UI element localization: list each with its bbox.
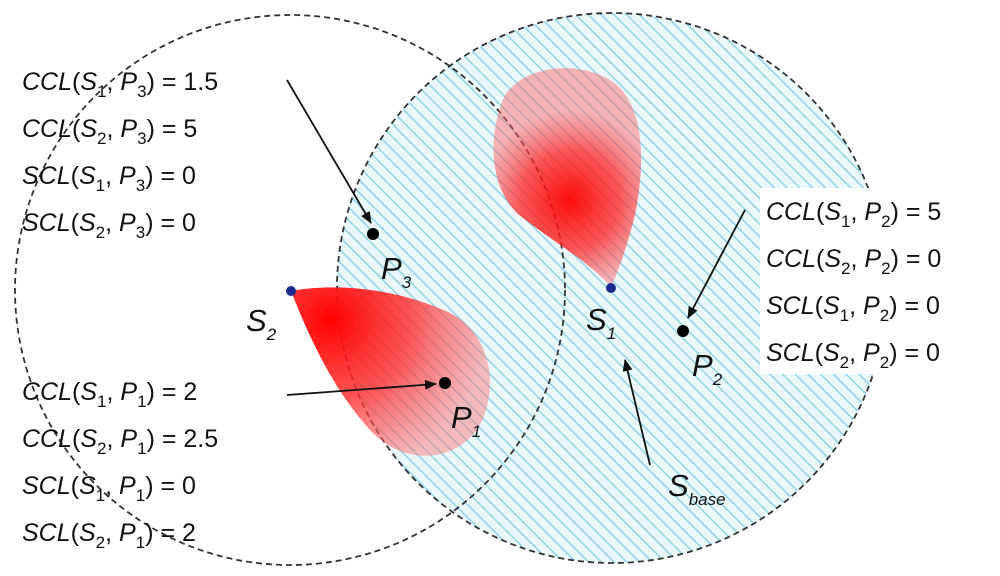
p3-metric-line: CCL(S2, P3) = 5 bbox=[22, 115, 197, 148]
sensor-index: 1 bbox=[97, 392, 106, 411]
point-index: 1 bbox=[137, 439, 146, 458]
metric-name: CCL bbox=[22, 378, 72, 406]
sensor-index: 2 bbox=[841, 259, 850, 278]
p3-arrow bbox=[286, 79, 372, 224]
metric-value: ) = 0 bbox=[145, 209, 196, 237]
p2-label-backing bbox=[760, 188, 996, 374]
p3-metric-line: SCL(S1, P3) = 0 bbox=[22, 162, 196, 195]
s1-sensor-dot bbox=[606, 283, 616, 293]
p2-metric-line: CCL(S2, P2) = 0 bbox=[766, 245, 941, 278]
sensor-index: 1 bbox=[96, 486, 105, 505]
p1-point bbox=[439, 377, 451, 389]
metric-name: SCL bbox=[22, 209, 71, 237]
metric-value: ) = 5 bbox=[891, 198, 942, 226]
metric-value: ) = 1.5 bbox=[147, 68, 219, 96]
sensor-index: 2 bbox=[840, 353, 849, 372]
p2-metric-line: SCL(S1, P2) = 0 bbox=[766, 292, 940, 325]
s2-sensing-lobe bbox=[291, 287, 490, 456]
p1-metric-line: SCL(S1, P1) = 0 bbox=[22, 472, 196, 505]
metric-name: CCL bbox=[22, 115, 72, 143]
p1-metric-line: CCL(S1, P1) = 2 bbox=[22, 378, 197, 411]
p2-metric-line: CCL(S1, P2) = 5 bbox=[766, 198, 941, 231]
p1-metric-line: CCL(S2, P1) = 2.5 bbox=[22, 425, 218, 458]
sensor-index: 2 bbox=[97, 129, 106, 148]
sensor-index: 1 bbox=[841, 212, 850, 231]
p2-point bbox=[677, 325, 689, 337]
metric-value: ) = 0 bbox=[889, 339, 940, 367]
sensor-index: 2 bbox=[96, 533, 105, 552]
metric-name: CCL bbox=[22, 425, 72, 453]
sensor-index: 1 bbox=[840, 306, 849, 325]
metric-name: CCL bbox=[766, 245, 816, 273]
p2-arrow bbox=[687, 209, 746, 319]
p3-metric-line: CCL(S1, P3) = 1.5 bbox=[22, 68, 218, 101]
metric-value: ) = 0 bbox=[145, 472, 196, 500]
s2-label: S2 bbox=[246, 303, 277, 344]
p1-arrow bbox=[286, 379, 437, 396]
point-index: 1 bbox=[136, 533, 145, 552]
s2-sensor-dot bbox=[286, 286, 296, 296]
metric-name: CCL bbox=[22, 68, 72, 96]
sbase-label: Sbase bbox=[668, 468, 726, 509]
point-index: 2 bbox=[880, 353, 889, 372]
metric-value: ) = 0 bbox=[145, 162, 196, 190]
p3-metric-line: SCL(S2, P3) = 0 bbox=[22, 209, 196, 242]
p3-point bbox=[367, 228, 379, 240]
metric-name: SCL bbox=[22, 162, 71, 190]
sensor-index: 1 bbox=[97, 82, 106, 101]
p1-label: P1 bbox=[451, 400, 481, 441]
s1-sensing-lobe bbox=[493, 68, 642, 287]
point-index: 2 bbox=[880, 306, 889, 325]
s2-coverage-circle bbox=[14, 14, 566, 566]
p1-metric-line: SCL(S2, P1) = 2 bbox=[22, 519, 196, 552]
metric-value: ) = 5 bbox=[147, 115, 198, 143]
sensor-index: 2 bbox=[97, 439, 106, 458]
s1-label: S1 bbox=[586, 302, 616, 343]
point-index: 3 bbox=[137, 129, 146, 148]
metric-value: ) = 0 bbox=[889, 292, 940, 320]
point-index: 1 bbox=[137, 392, 146, 411]
point-index: 1 bbox=[136, 486, 145, 505]
metric-name: SCL bbox=[766, 292, 815, 320]
metric-name: SCL bbox=[766, 339, 815, 367]
point-index: 2 bbox=[881, 212, 890, 231]
sensor-index: 1 bbox=[96, 176, 105, 195]
metric-value: ) = 0 bbox=[891, 245, 942, 273]
point-index: 2 bbox=[881, 259, 890, 278]
metric-value: ) = 2 bbox=[145, 519, 196, 547]
p3-label: P3 bbox=[381, 251, 412, 292]
metric-name: SCL bbox=[22, 519, 71, 547]
metric-value: ) = 2.5 bbox=[147, 425, 219, 453]
sbase-arrow bbox=[622, 359, 651, 466]
p2-metric-line: SCL(S2, P2) = 0 bbox=[766, 339, 940, 372]
metric-name: SCL bbox=[22, 472, 71, 500]
point-index: 3 bbox=[137, 82, 146, 101]
point-index: 3 bbox=[136, 223, 145, 242]
metric-name: CCL bbox=[766, 198, 816, 226]
p1-metric-group: CCL(S1, P1) = 2 CCL(S2, P1) = 2.5SCL(S1, … bbox=[22, 378, 218, 552]
point-index: 3 bbox=[136, 176, 145, 195]
p2-label: P2 bbox=[692, 348, 723, 389]
sensor-index: 2 bbox=[96, 223, 105, 242]
p2-metric-group: CCL(S1, P2) = 5 CCL(S2, P2) = 0 SCL(S1, P2… bbox=[766, 198, 941, 372]
metric-value: ) = 2 bbox=[147, 378, 198, 406]
